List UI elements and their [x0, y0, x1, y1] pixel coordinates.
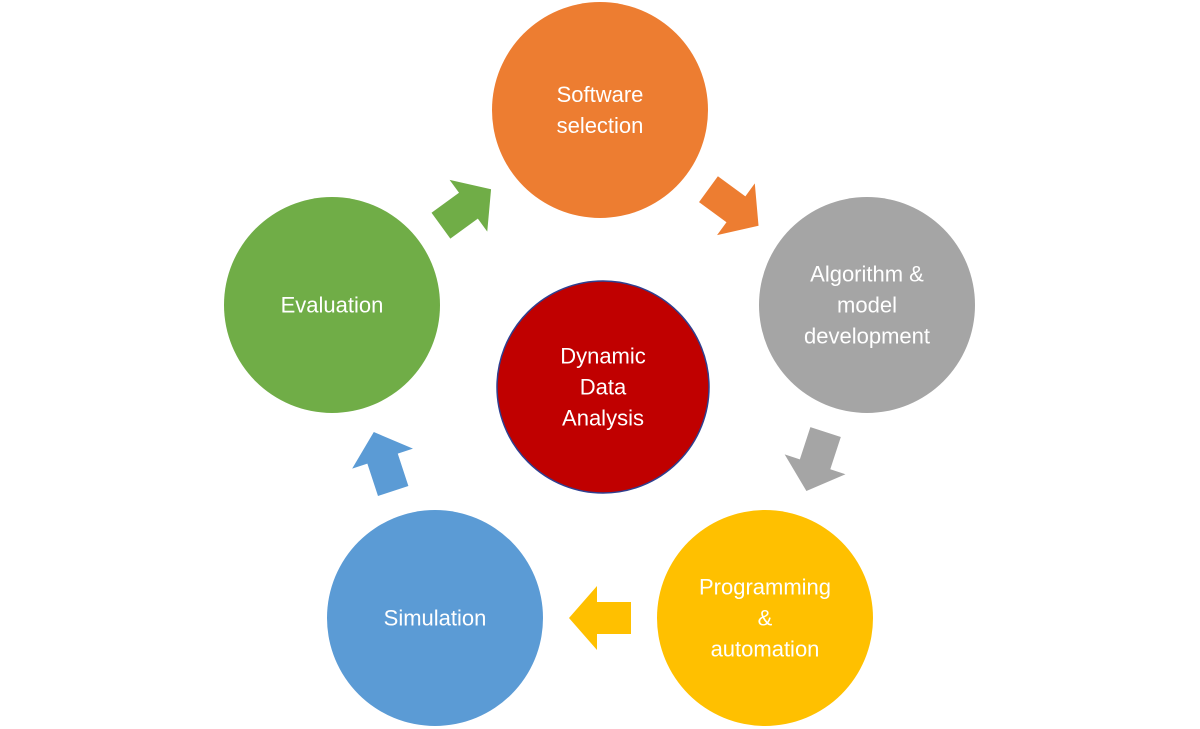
node-software-selection-circle	[492, 2, 708, 218]
node-algorithm-model-development-label-line: model	[837, 293, 897, 318]
arrow-algorithm-model-development-to-programming-automation	[784, 427, 846, 491]
center-node-label-line: Data	[580, 375, 627, 400]
node-algorithm-model-development-label-line: Algorithm &	[810, 262, 924, 287]
arrows-layer	[352, 176, 846, 650]
node-simulation: Simulation	[327, 510, 543, 726]
arrow-software-selection-to-algorithm-model-development	[699, 176, 759, 236]
node-simulation-circle	[327, 510, 543, 726]
node-software-selection: Software selection	[492, 2, 708, 218]
node-programming-automation: Programming & automation	[657, 510, 873, 726]
node-programming-automation-label-line: &	[758, 606, 773, 631]
arrow-simulation-to-evaluation	[352, 432, 413, 496]
center-node-circle	[496, 280, 710, 494]
node-evaluation-label-line: Evaluation	[281, 293, 384, 318]
node-simulation-label-line: Simulation	[384, 606, 487, 631]
node-programming-automation-label-line: automation	[711, 637, 820, 662]
arrow-programming-automation-to-simulation	[569, 586, 631, 650]
node-software-selection-label-line: selection	[557, 113, 644, 138]
node-programming-automation-circle	[657, 510, 873, 726]
center-node-label-line: Analysis	[562, 406, 644, 431]
node-evaluation: Evaluation	[224, 197, 440, 413]
node-algorithm-model-development-circle	[759, 197, 975, 413]
node-algorithm-model-development: Algorithm & model development	[759, 197, 975, 413]
node-evaluation-circle	[224, 197, 440, 413]
node-algorithm-model-development-label-line: development	[804, 324, 930, 349]
node-software-selection-label-line: Software	[557, 82, 644, 107]
node-programming-automation-label-line: Programming	[699, 575, 831, 600]
arrow-evaluation-to-software-selection	[431, 179, 492, 239]
center-node-label-line: Dynamic	[560, 344, 646, 369]
